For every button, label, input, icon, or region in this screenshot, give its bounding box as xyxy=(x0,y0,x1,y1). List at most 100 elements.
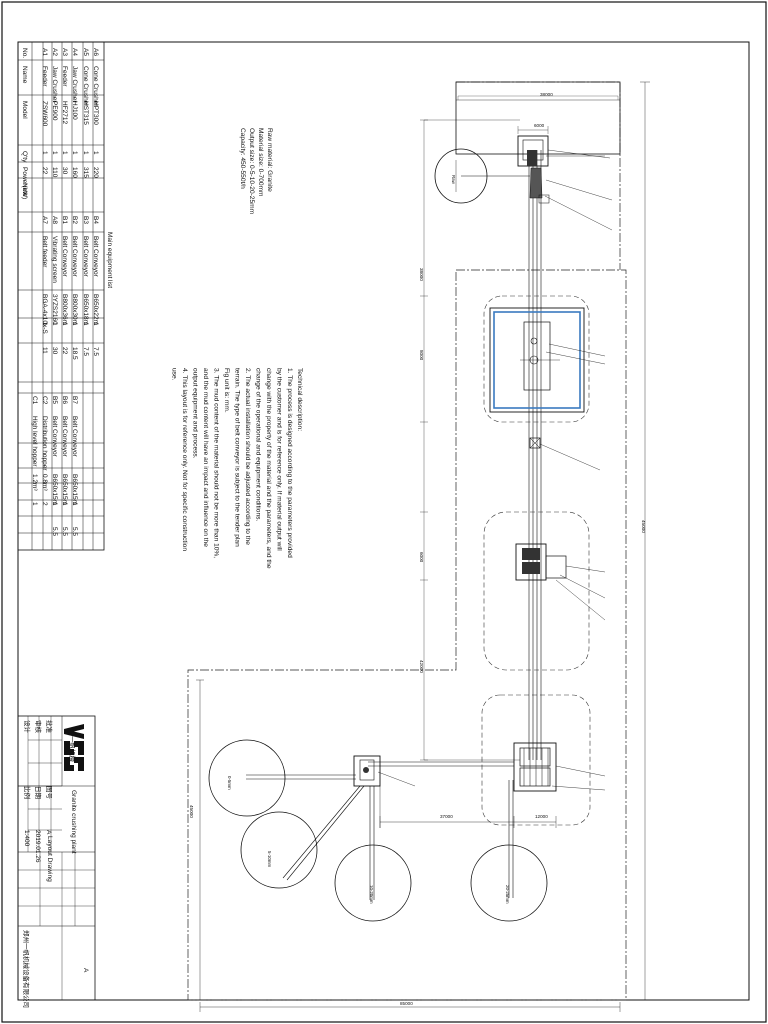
table-cell: 1 xyxy=(71,151,78,155)
table-cell: Belt Conveyor xyxy=(61,416,68,458)
title-block-cell: 1:400 xyxy=(23,830,30,847)
dimension-label: 6000 xyxy=(419,552,424,563)
table-cell: 160 xyxy=(71,167,78,178)
cone-crusher-station-a5 xyxy=(515,543,606,621)
title-block-cell: 批准 xyxy=(45,720,54,734)
jaw-crusher-station-a1-a2 xyxy=(517,135,613,231)
table-cell: 315 xyxy=(82,167,89,178)
table-cell: Feeder xyxy=(61,66,68,87)
company-logo xyxy=(64,724,84,771)
dimension-label: 38000 xyxy=(419,268,424,281)
table-cell: A8 xyxy=(51,216,58,224)
site-boundary xyxy=(187,81,627,1001)
table-cell: B650x15m xyxy=(71,474,78,505)
table-cell: A2 xyxy=(51,48,58,56)
design-basis-line: Raw material: Granite xyxy=(266,128,273,192)
transfer-hopper-c2 xyxy=(529,437,601,471)
technical-description-line: by the customer and is for reference onl… xyxy=(276,368,283,551)
technical-description-line: Fig unit is: mm. xyxy=(223,368,230,413)
table-cell: Belt Conveyor xyxy=(92,236,99,278)
table-cell: 1 xyxy=(41,322,48,326)
table-cell: 1 xyxy=(82,322,89,326)
table-cell: A3 xyxy=(61,48,68,56)
table-cell: PE900 xyxy=(51,101,58,121)
dimension-label: 38000 xyxy=(540,92,553,97)
inner-frame xyxy=(17,41,750,1001)
table-cell: A4 xyxy=(71,48,78,56)
dimension-label: 85000 xyxy=(400,1001,413,1006)
table-cell: Jaw Crusher xyxy=(71,66,78,103)
table-cell: ZSW600 xyxy=(41,101,48,127)
table-cell: 1 xyxy=(82,151,89,155)
dimension-label: 45000 xyxy=(641,520,646,533)
table-cell: 5.5 xyxy=(51,527,58,536)
table-header: Note xyxy=(21,183,28,197)
table-cell: B800x30m xyxy=(71,294,78,325)
table-cell: 18.5 xyxy=(71,347,78,360)
table-cell: C1 xyxy=(31,396,38,405)
technical-description-line: 4. This layout is for reference only. No… xyxy=(181,368,188,551)
stockpile-raw xyxy=(434,148,530,204)
raw-material-yard xyxy=(455,81,621,155)
stockpile-label: 20-25mm xyxy=(505,885,510,904)
design-basis-line: Material size: 0-700mm xyxy=(257,128,264,197)
stockpile-label: Raw xyxy=(451,175,456,185)
table-cell: 1 xyxy=(61,502,68,506)
table-cell: A1 xyxy=(41,48,48,56)
table-cell: B800x36m xyxy=(61,294,68,325)
table-cell: 1 xyxy=(71,322,78,326)
table-header: Power(kW) xyxy=(21,167,28,199)
version-label: A xyxy=(82,968,89,973)
technical-description-line: change with the property of the material… xyxy=(265,368,272,569)
table-cell: A7 xyxy=(41,216,48,224)
table-cell: 1 xyxy=(51,322,58,326)
table-cell: HF2712 xyxy=(61,101,68,125)
title-block-cell: 日期 xyxy=(34,786,42,800)
company-name: 郑州一帆机械设备有限公司 xyxy=(22,930,31,1008)
technical-description-line: use. xyxy=(171,368,178,381)
title-block-cell: A xyxy=(45,830,52,835)
table-cell: 1 xyxy=(51,151,58,155)
equipment-zones xyxy=(481,295,591,826)
drawing-title: Granite crushing plant xyxy=(70,790,77,854)
table-cell: Vibrating screen xyxy=(51,236,58,283)
table-cell: B5 xyxy=(51,396,58,404)
table-cell: A6 xyxy=(92,48,99,56)
table-cell: HJ100 xyxy=(71,101,78,120)
table-cell: 30 xyxy=(61,167,68,175)
table-cell: Cone Crusher xyxy=(82,66,89,107)
table-cell: 7.5 xyxy=(82,347,89,356)
table-header: Model xyxy=(21,101,28,119)
table-cell: High level hopper xyxy=(31,416,38,467)
technical-description-line: 1. The process is designed according to … xyxy=(286,368,293,558)
technical-description-heading: Technical description: xyxy=(296,368,303,431)
design-basis-line: Capacity: 450-550t/h xyxy=(239,128,246,189)
table-cell: C2 xyxy=(41,396,48,405)
table-cell: 1 xyxy=(51,502,58,506)
table-cell: 1 xyxy=(41,151,48,155)
finished-screen-station xyxy=(353,755,416,787)
dimension-label: 45000 xyxy=(189,805,194,818)
table-cell: 1 xyxy=(61,322,68,326)
table-cell: Jaw Crusher xyxy=(51,66,58,103)
table-cell: Belt Conveyor xyxy=(61,236,68,278)
title-block-cell: 图号 xyxy=(45,786,53,800)
title-block-cell: 2019.01.26 xyxy=(34,830,41,863)
table-cell: 1 xyxy=(31,502,38,506)
drawing-subtitle: Layout Drawing xyxy=(46,836,53,882)
table-cell: B650x15m xyxy=(61,474,68,505)
table-cell: 3YZS2160 xyxy=(51,294,58,325)
technical-description-line: output equipment and process. xyxy=(192,368,199,459)
table-cell: 1 xyxy=(61,151,68,155)
overall-dimension-lines xyxy=(196,81,650,1012)
table-cell: B7 xyxy=(71,396,78,404)
table-cell: 5.5 xyxy=(71,527,78,536)
table-cell: B4 xyxy=(92,216,99,224)
table-cell: Belt Conveyor xyxy=(82,236,89,278)
table-cell: 7.5 xyxy=(92,347,99,356)
table-header: No. xyxy=(21,48,28,58)
screen-building-a8 xyxy=(489,307,606,413)
